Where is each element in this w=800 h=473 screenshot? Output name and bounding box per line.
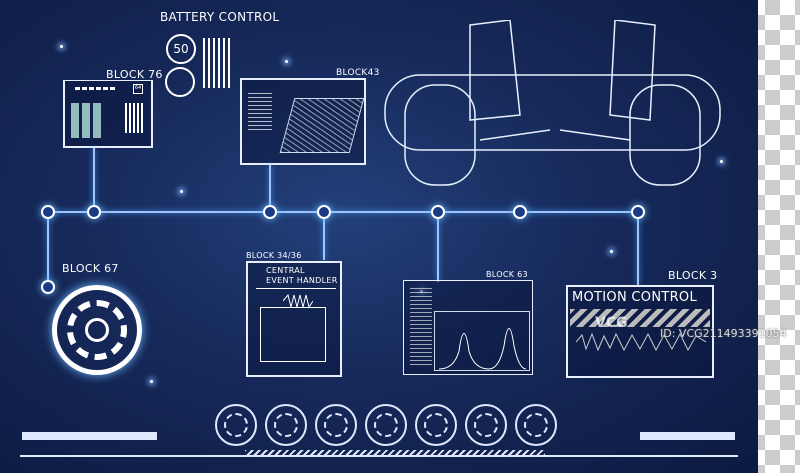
block63-histogram (434, 311, 530, 371)
block76-chip: 64 (133, 84, 143, 94)
bottom-bar-left (22, 432, 157, 440)
battery-title: BATTERY CONTROL (160, 10, 280, 24)
block43-panel (240, 78, 366, 165)
hud-panel: BATTERY CONTROL 50 BLOCK 76 64 BLOCK43 B… (0, 0, 758, 473)
block43-data-list (248, 90, 272, 130)
node[interactable] (41, 205, 55, 219)
bottom-stripes (245, 450, 545, 456)
block76-dashes (75, 87, 115, 90)
star (150, 380, 153, 383)
star (285, 60, 288, 63)
block3-title: MOTION CONTROL (572, 290, 697, 305)
block67-label: BLOCK 67 (62, 262, 119, 275)
bottom-gauge (215, 404, 257, 446)
bottom-bar-right (640, 432, 735, 440)
block3436-title-2: EVENT HANDLER (266, 276, 338, 285)
divider (256, 288, 336, 289)
bottom-gauge (315, 404, 357, 446)
block3436-panel: CENTRAL EVENT HANDLER (246, 261, 342, 377)
block63-data-list (410, 285, 432, 365)
watermark-id: ID: VCG211493391054 (660, 327, 787, 340)
bottom-gauge (265, 404, 307, 446)
hazard-stripes (570, 309, 710, 327)
node[interactable] (87, 205, 101, 219)
block76-panel: 64 (63, 80, 153, 148)
connector (637, 212, 639, 285)
node[interactable] (631, 205, 645, 219)
bottom-gauge (465, 404, 507, 446)
block3-label: BLOCK 3 (668, 269, 718, 282)
waveform (283, 293, 313, 309)
connector (47, 212, 49, 287)
bottom-gauge (515, 404, 557, 446)
hoverboard-sketch (384, 20, 721, 186)
dial-core (85, 318, 109, 342)
block76-keypad (71, 103, 101, 138)
bottom-gauge (365, 404, 407, 446)
star (180, 190, 183, 193)
connector (437, 212, 439, 282)
block76-label: BLOCK 76 (106, 68, 163, 81)
node[interactable] (317, 205, 331, 219)
connector (323, 212, 325, 260)
block67-dial (52, 285, 142, 375)
dial-ring (67, 300, 127, 360)
block3-panel: MOTION CONTROL (566, 285, 714, 378)
star (610, 250, 613, 253)
star (720, 160, 723, 163)
motion-waveform (576, 332, 706, 352)
battery-ring (165, 67, 195, 97)
block76-sliders (125, 103, 145, 133)
connector (93, 148, 95, 212)
star (60, 45, 63, 48)
node[interactable] (431, 205, 445, 219)
bus-line (48, 211, 638, 213)
connector (269, 165, 271, 212)
bottom-gauge (415, 404, 457, 446)
block63-label: BLOCK 63 (486, 270, 528, 279)
watermark-logo: VCG (595, 315, 628, 331)
block3436-label: BLOCK 34/36 (246, 251, 302, 260)
bottom-frame (20, 455, 738, 457)
block63-panel (403, 280, 533, 375)
block43-label: BLOCK43 (336, 68, 380, 78)
node[interactable] (41, 280, 55, 294)
node[interactable] (513, 205, 527, 219)
node[interactable] (263, 205, 277, 219)
battery-gauge: 50 (166, 34, 196, 64)
battery-bars (203, 38, 233, 88)
battery-level: 50 (173, 42, 189, 56)
block43-3d-plot (279, 98, 365, 153)
circuit-diagram (260, 307, 326, 362)
block3436-title-1: CENTRAL (266, 266, 305, 275)
